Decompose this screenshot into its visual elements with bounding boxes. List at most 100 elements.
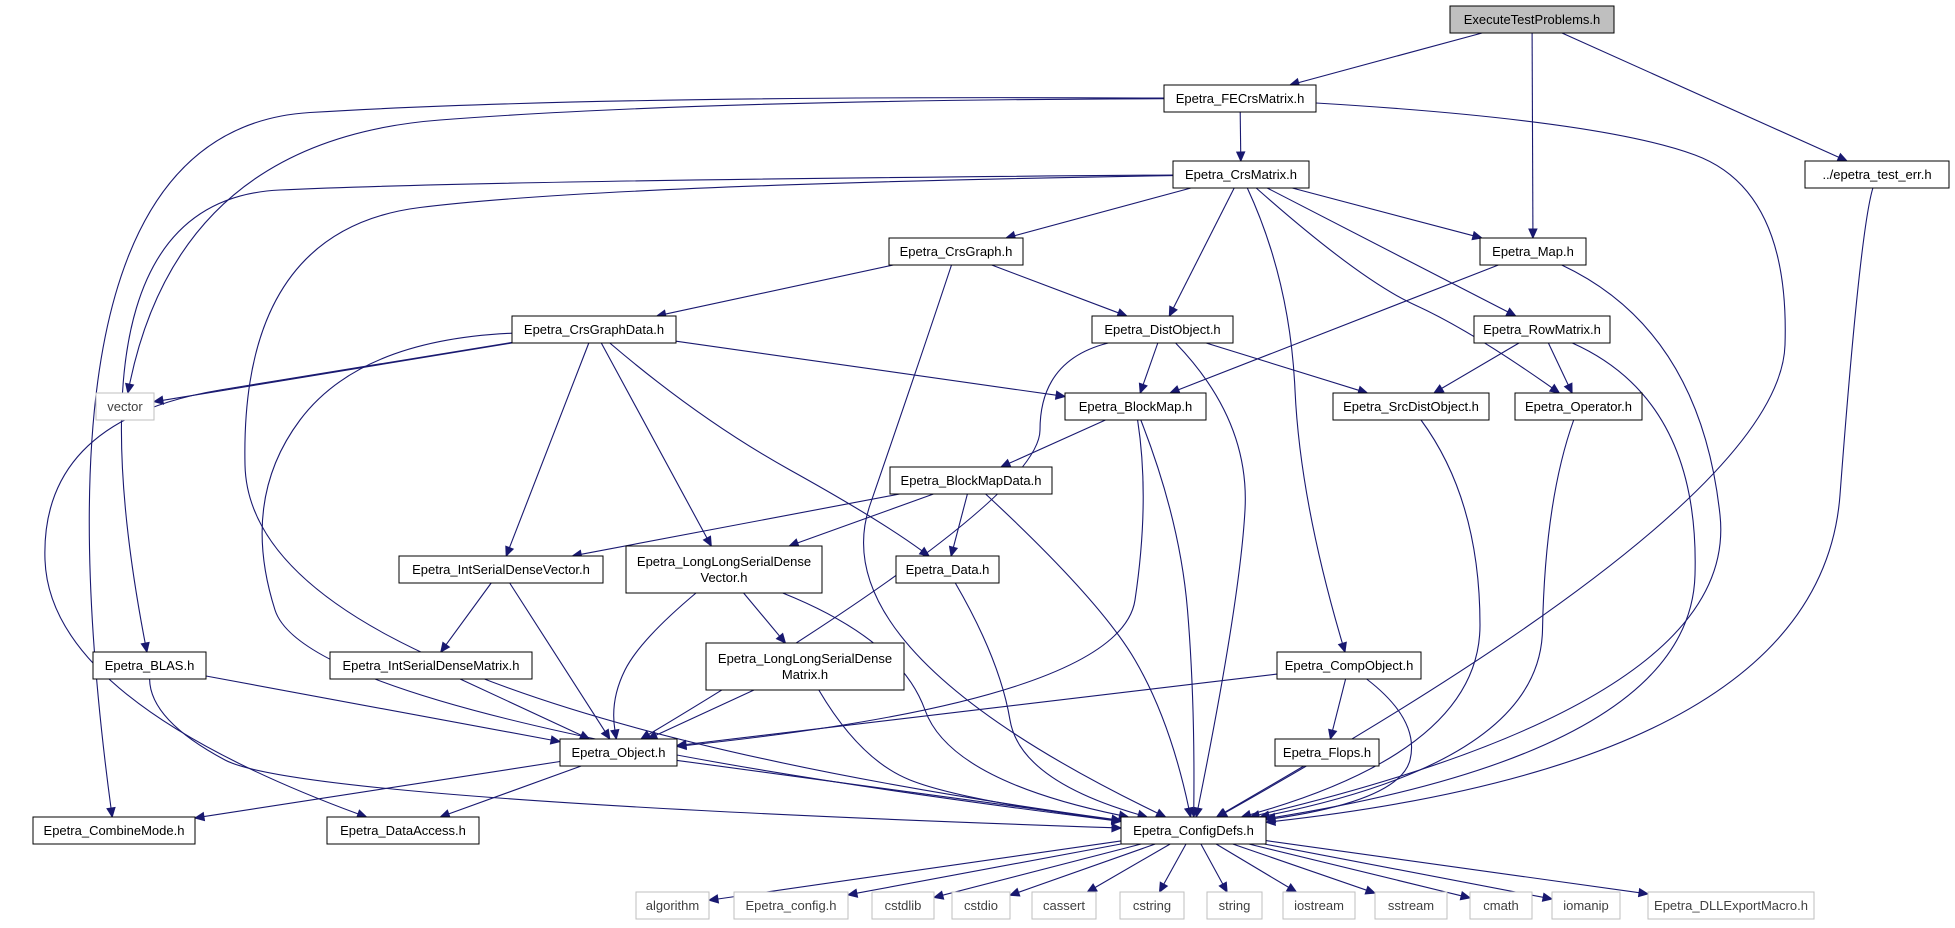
edge-BlockMapData-to-LongLongSerialDenseVector [788, 493, 934, 548]
node-IntSerialDenseMatrix[interactable]: Epetra_IntSerialDenseMatrix.h [329, 651, 533, 680]
edge-CompObject-to-Flops [1328, 678, 1347, 741]
node-BLAS[interactable]: Epetra_BLAS.h [92, 651, 207, 680]
node-Object[interactable]: Epetra_Object.h [559, 738, 678, 767]
node-box [951, 891, 1011, 920]
edge-arrowhead [1111, 822, 1123, 833]
node-box [95, 392, 155, 421]
node-Operator[interactable]: Epetra_Operator.h [1514, 392, 1643, 421]
edge-line [1255, 187, 1553, 389]
node-label: Matrix.h [782, 667, 828, 682]
node-Flops[interactable]: Epetra_Flops.h [1274, 738, 1380, 767]
edge-line [1232, 843, 1367, 891]
edge-arrowhead [140, 641, 150, 654]
edge-arrowhead [1116, 308, 1128, 318]
node-box [1374, 891, 1448, 920]
node-epetra_test_err[interactable]: ../epetra_test_err.h [1804, 160, 1950, 189]
edge-line [685, 673, 1278, 746]
node-DataAccess[interactable]: Epetra_DataAccess.h [326, 816, 480, 845]
node-label: iomanip [1563, 898, 1609, 913]
node-vector: vector [95, 392, 155, 421]
edge-arrowhead [1264, 813, 1277, 824]
edge-arrowhead [1459, 891, 1472, 901]
node-BlockMap[interactable]: Epetra_BlockMap.h [1064, 392, 1207, 421]
edge-IntSerialDenseVector-to-Object [509, 582, 611, 741]
node-SrcDistObject[interactable]: Epetra_SrcDistObject.h [1332, 392, 1490, 421]
node-cassert: cassert [1031, 891, 1097, 920]
edge-CrsGraph-to-CrsGraphData [655, 264, 894, 319]
edge-arrowhead [1328, 728, 1338, 741]
edge-BLAS-to-Object [205, 675, 562, 745]
edge-CrsGraph-to-DistObject [991, 264, 1128, 318]
node-label: Epetra_Map.h [1492, 244, 1574, 259]
node-IntSerialDenseVector[interactable]: Epetra_IntSerialDenseVector.h [398, 555, 604, 584]
edge-CrsMatrix-to-Map [1292, 187, 1483, 241]
node-RowMatrix[interactable]: Epetra_RowMatrix.h [1473, 315, 1611, 344]
node-CompObject[interactable]: Epetra_CompObject.h [1276, 651, 1422, 680]
node-label: Epetra_Flops.h [1283, 745, 1371, 760]
node-Map[interactable]: Epetra_Map.h [1479, 237, 1587, 266]
edge-CrsGraphData-to-vector [152, 342, 513, 405]
edge-arrowhead [1548, 383, 1561, 394]
node-label: Epetra_Operator.h [1525, 399, 1632, 414]
node-CrsGraphData[interactable]: Epetra_CrsGraphData.h [511, 315, 677, 344]
edge-line [1274, 678, 1413, 820]
edge-arrowhead [775, 632, 787, 644]
edge-line [1265, 840, 1640, 894]
edge-arrowhead [1138, 382, 1148, 395]
edge-arrowhead [1432, 384, 1445, 394]
node-Data[interactable]: Epetra_Data.h [895, 555, 1000, 584]
node-FECrsMatrix[interactable]: Epetra_FECrsMatrix.h [1163, 84, 1317, 113]
edge-arrowhead [1158, 881, 1169, 894]
edge-line [1258, 264, 1722, 816]
node-DistObject[interactable]: Epetra_DistObject.h [1091, 315, 1234, 344]
edge-line [1224, 765, 1305, 813]
edge-CrsMatrix-to-RowMatrix [1266, 187, 1517, 317]
edge-line [149, 678, 1113, 829]
edge-LongLongSerialDenseMatrix-to-ConfigDefs [818, 689, 1123, 825]
edge-arrowhead [846, 888, 859, 898]
node-CrsMatrix[interactable]: Epetra_CrsMatrix.h [1172, 160, 1310, 189]
edge-arrowhead [1215, 808, 1228, 818]
edge-arrowhead [1110, 814, 1123, 825]
edge-line [954, 582, 1139, 816]
node-box [326, 816, 480, 845]
edge-line [129, 98, 1165, 385]
edge-arrowhead [1364, 885, 1377, 895]
node-BlockMapData[interactable]: Epetra_BlockMapData.h [889, 466, 1053, 495]
edge-arrowhead [1008, 887, 1021, 897]
node-ConfigDefs[interactable]: Epetra_ConfigDefs.h [1120, 816, 1267, 845]
edge-RowMatrix-to-SrcDistObject [1432, 342, 1520, 394]
edge-line [665, 264, 894, 315]
edge-CompObject-to-Object [675, 673, 1278, 750]
edge-BlockMapData-to-Data [948, 493, 968, 558]
edge-line [1274, 342, 1696, 818]
edge-Object-to-DataAccess [439, 765, 582, 819]
edge-BlockMap-to-BlockMapData [999, 419, 1106, 468]
edge-line [1008, 419, 1106, 464]
edge-line [203, 760, 561, 818]
edge-ConfigDefs-to-sstream [1232, 843, 1377, 895]
node-ExecuteTestProblems[interactable]: ExecuteTestProblems.h [1449, 5, 1615, 34]
node-box [888, 237, 1024, 266]
edge-line [580, 493, 900, 555]
edge-line [676, 759, 1113, 821]
node-box [1804, 160, 1950, 189]
node-box [1276, 651, 1422, 680]
node-label: algorithm [646, 898, 699, 913]
edge-arrowhead [1541, 892, 1554, 902]
node-CrsGraph[interactable]: Epetra_CrsGraph.h [888, 237, 1024, 266]
node-CombineMode[interactable]: Epetra_CombineMode.h [32, 816, 196, 845]
edge-line [1266, 187, 1509, 313]
edge-arrowhead [193, 811, 206, 822]
edge-BlockMap-to-ConfigDefs [1140, 419, 1199, 819]
edge-arrowhead [106, 806, 116, 819]
edge-line [1264, 843, 1544, 898]
edge-arrowhead [440, 641, 451, 653]
node-box [1206, 891, 1263, 920]
node-box [1064, 392, 1207, 421]
edge-CrsMatrix-to-BLAS [120, 174, 1174, 654]
edge-line [445, 582, 492, 646]
node-cstdio: cstdio [951, 891, 1011, 920]
